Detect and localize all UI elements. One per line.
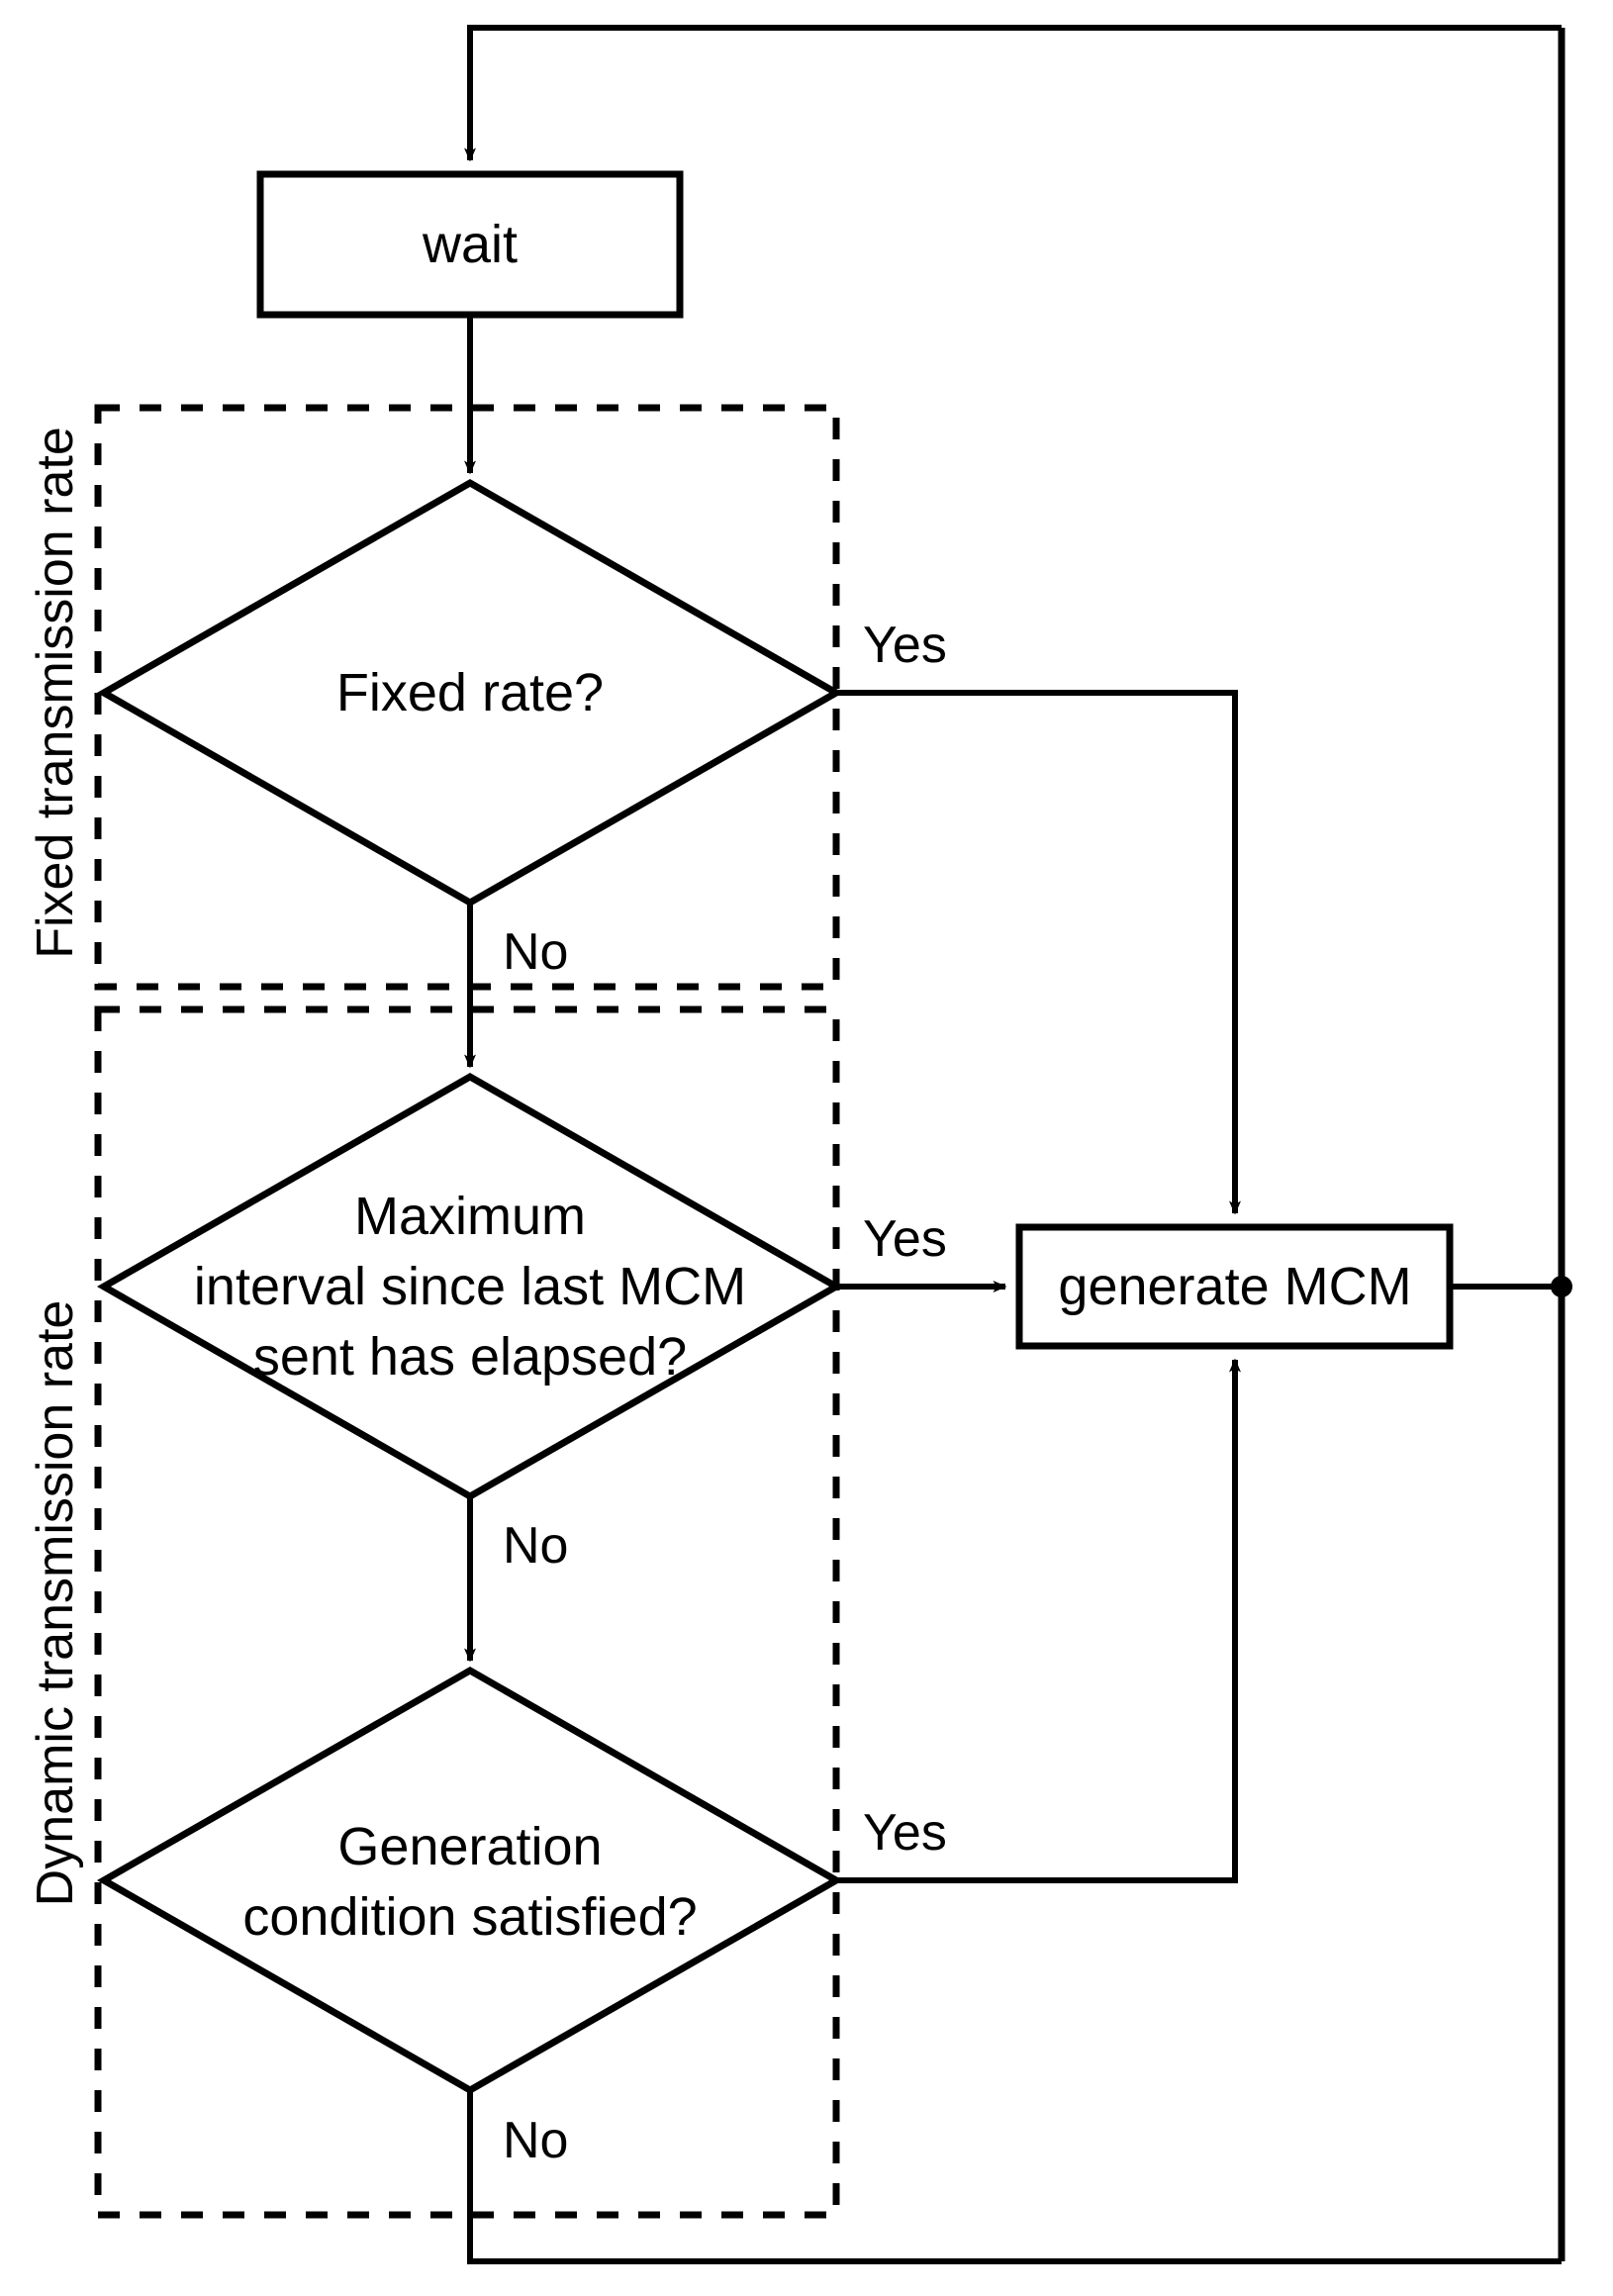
node-gen-condition-label-line2: condition satisfied?	[242, 1887, 697, 1947]
edge-label-max-interval-yes: Yes	[863, 1210, 947, 1268]
edge-label-max-interval-no: No	[503, 1517, 568, 1575]
node-gen-condition-label-line1: Generation	[337, 1817, 602, 1876]
lane-label-dynamic: Dynamic transmission rate	[27, 1300, 84, 1907]
node-max-interval-label-line1: Maximum	[354, 1187, 586, 1246]
node-wait-label: wait	[422, 215, 518, 274]
node-generate-mcm-label: generate MCM	[1058, 1257, 1411, 1316]
lane-box-dynamic	[94, 1005, 840, 2219]
edge-label-fixed-rate-no: No	[503, 923, 568, 981]
node-max-interval-label-line3: sent has elapsed?	[253, 1327, 687, 1387]
edge-label-fixed-rate-yes: Yes	[863, 617, 947, 674]
edge-label-gen-condition-no: No	[503, 2112, 568, 2169]
node-max-interval-label-line2: interval since last MCM	[194, 1257, 746, 1316]
node-fixed-rate-label: Fixed rate?	[336, 663, 604, 722]
lane-box-fixed	[94, 404, 840, 991]
lane-label-fixed: Fixed transmission rate	[27, 427, 84, 959]
edge-gen-condition-no	[467, 2090, 1562, 2264]
junction-dot	[1551, 1276, 1572, 1297]
edge-gen-condition-yes	[836, 1358, 1241, 1883]
edge-return-to-wait	[464, 25, 1562, 162]
node-gen-condition-diamond	[96, 1666, 844, 2095]
edge-label-gen-condition-yes: Yes	[863, 1804, 947, 1862]
edge-fixed-rate-yes	[836, 690, 1241, 1215]
